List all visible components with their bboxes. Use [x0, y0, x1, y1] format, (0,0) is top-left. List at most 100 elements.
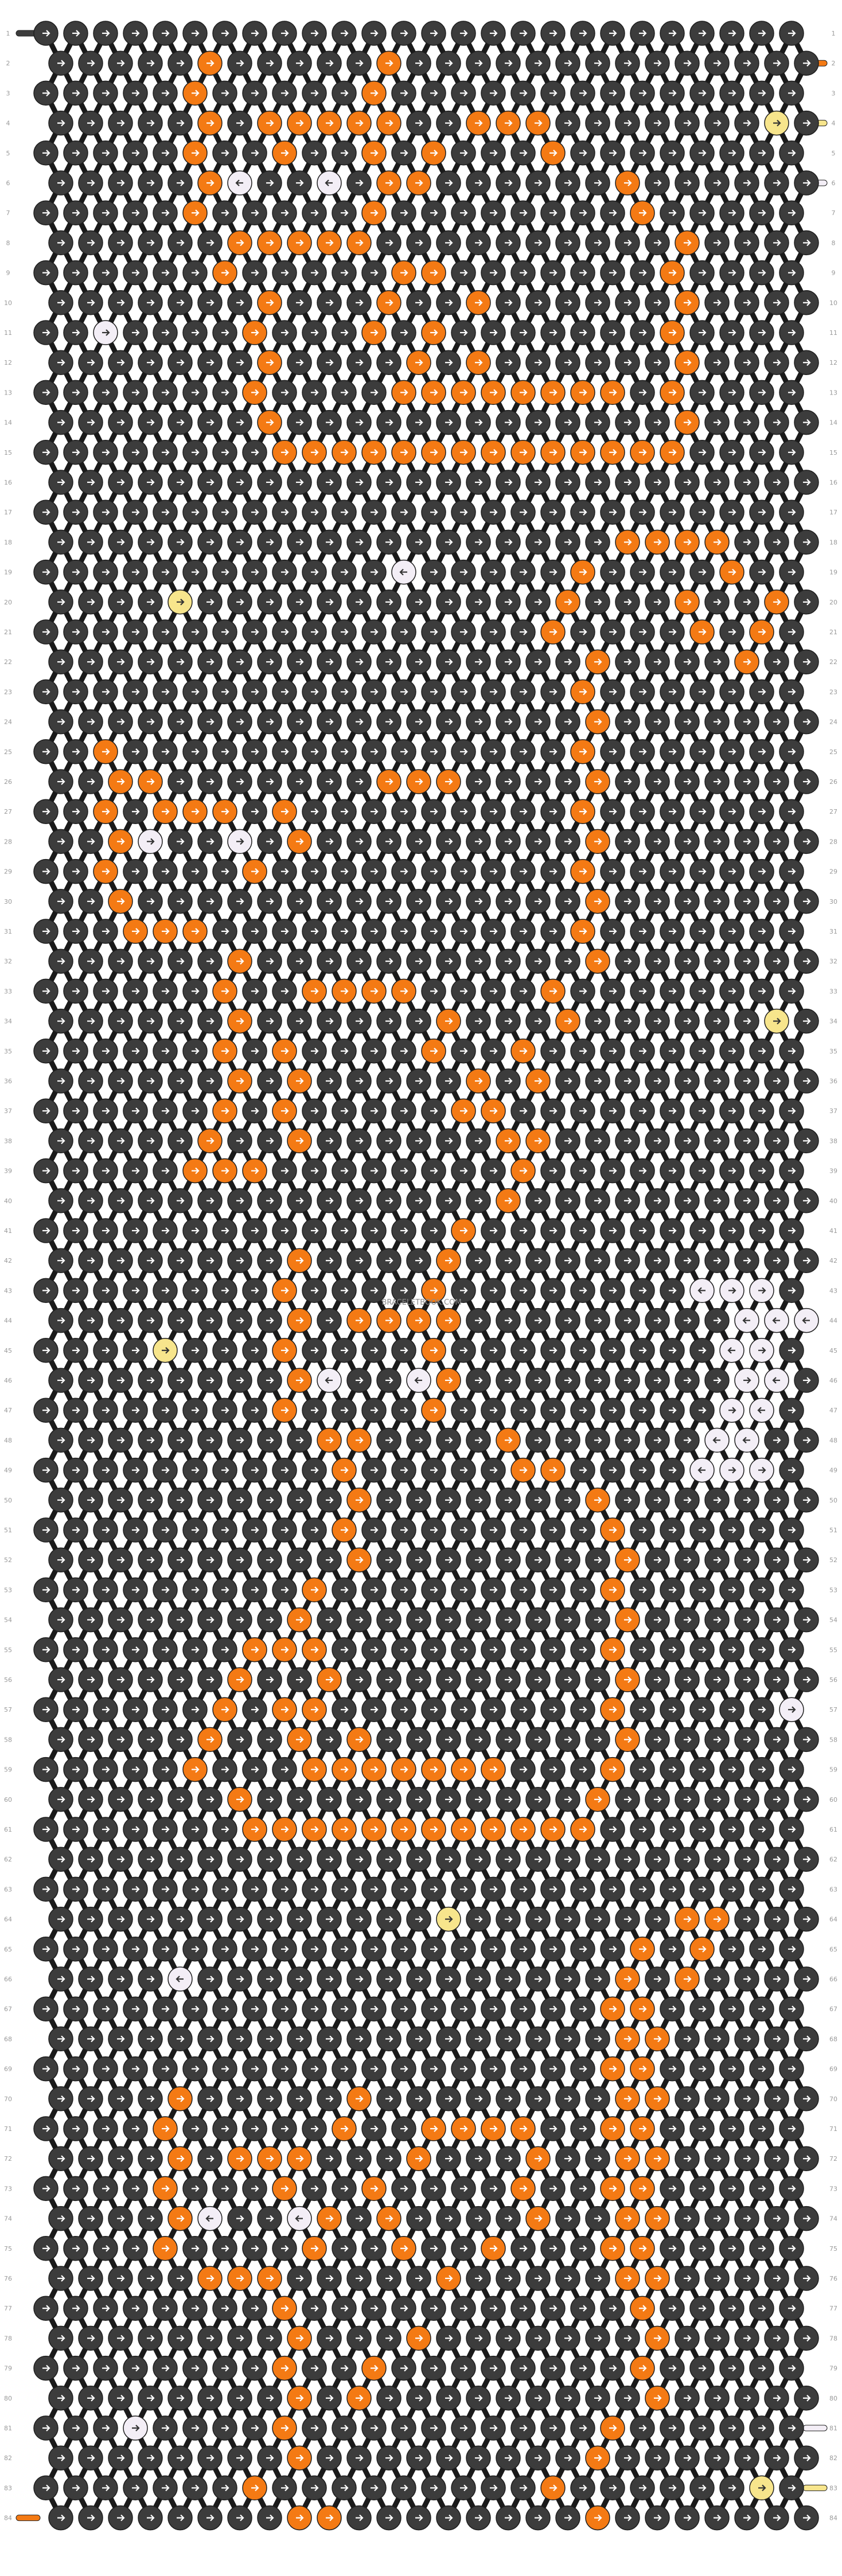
knot [555, 2146, 580, 2171]
knot [764, 529, 789, 555]
knot [451, 559, 476, 585]
knot [675, 1966, 700, 1992]
knot [421, 1278, 446, 1303]
knot [376, 2206, 401, 2231]
knot [421, 1637, 446, 1662]
knot [108, 409, 133, 435]
knot [704, 1068, 730, 1094]
knot [123, 260, 148, 286]
knot [615, 290, 640, 315]
knot [227, 2086, 252, 2111]
knot [719, 1577, 744, 1603]
knot [794, 1368, 819, 1393]
knot [272, 440, 297, 465]
knot [406, 2386, 431, 2411]
knot [257, 949, 282, 974]
knot [466, 1906, 491, 1932]
knot [287, 1547, 312, 1572]
knot [93, 1517, 118, 1543]
knot [376, 709, 401, 735]
knot [794, 2505, 819, 2531]
knot [167, 1906, 193, 1932]
knot [212, 140, 237, 166]
row-number-left: 65 [4, 1946, 12, 1953]
knot [764, 110, 789, 136]
knot [421, 2116, 446, 2141]
knot [406, 1368, 431, 1393]
knot [302, 1338, 327, 1363]
knot [704, 290, 730, 315]
knot [704, 1307, 730, 1333]
knot [764, 2026, 789, 2052]
knot [153, 1098, 178, 1123]
knot [33, 679, 59, 705]
knot [272, 2056, 297, 2082]
knot [510, 2116, 536, 2141]
knot [689, 1517, 715, 1543]
knot [406, 1787, 431, 1812]
knot [585, 2026, 610, 2052]
knot [123, 1757, 148, 1782]
knot [123, 1457, 148, 1483]
knot [525, 1427, 551, 1453]
knot [227, 649, 252, 674]
knot [436, 1847, 461, 1872]
knot [227, 1008, 252, 1034]
knot [734, 1847, 759, 1872]
knot [615, 2325, 640, 2351]
knot [123, 1876, 148, 1902]
knot [272, 200, 297, 225]
knot [481, 1398, 506, 1423]
knot [585, 2086, 610, 2111]
knot [555, 1787, 580, 1812]
knot [734, 2445, 759, 2470]
knot [317, 1248, 342, 1273]
knot [212, 2296, 237, 2321]
knot [182, 2355, 208, 2381]
knot [63, 140, 88, 166]
knot [138, 1607, 163, 1633]
knot [317, 1906, 342, 1932]
knot [48, 709, 73, 735]
knot [451, 2296, 476, 2321]
knot [481, 1697, 506, 1722]
row-number-left: 4 [6, 120, 10, 127]
knot [764, 2086, 789, 2111]
row-number-left: 56 [4, 1676, 12, 1684]
knot [346, 2325, 372, 2351]
knot [48, 769, 73, 794]
knot [406, 1008, 431, 1034]
knot [63, 799, 88, 824]
knot [242, 739, 267, 764]
knot [689, 1577, 715, 1603]
knot [406, 829, 431, 854]
knot [93, 380, 118, 405]
knot [794, 2325, 819, 2351]
knot [391, 1098, 416, 1123]
knot [570, 1278, 595, 1303]
knot [481, 559, 506, 585]
knot [227, 1787, 252, 1812]
knot [78, 2445, 103, 2470]
knot [466, 1068, 491, 1094]
knot [421, 619, 446, 645]
knot [645, 2386, 670, 2411]
row-number-right: 64 [829, 1916, 837, 1923]
knot [466, 2206, 491, 2231]
knot [242, 1637, 267, 1662]
knot [332, 1937, 357, 1962]
knot [257, 230, 282, 256]
knot [779, 1517, 804, 1543]
knot [585, 1427, 610, 1453]
knot [660, 140, 685, 166]
knot [302, 140, 327, 166]
knot [406, 590, 431, 615]
knot [660, 858, 685, 884]
knot [615, 590, 640, 615]
knot [466, 409, 491, 435]
knot [615, 1547, 640, 1572]
knot [510, 1637, 536, 1662]
knot [93, 1817, 118, 1842]
knot [212, 2475, 237, 2501]
knot [138, 2386, 163, 2411]
